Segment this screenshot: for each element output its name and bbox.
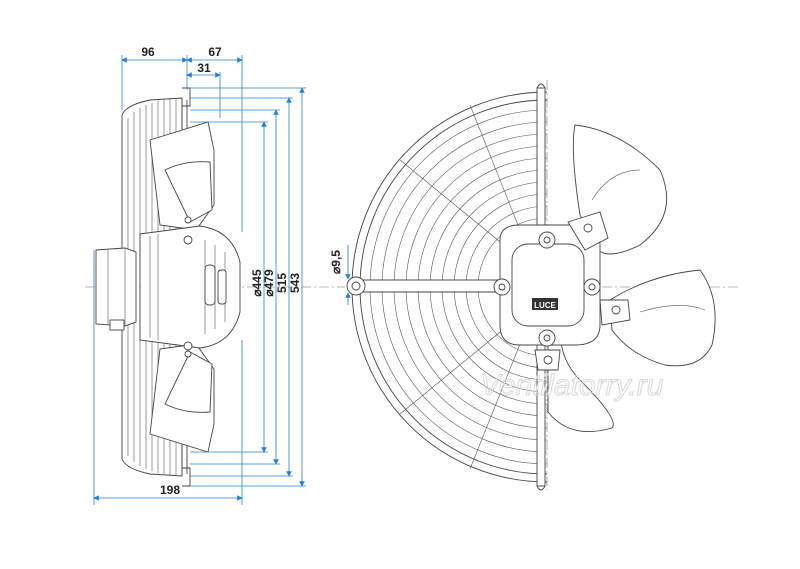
dim-515: 515 — [275, 273, 289, 293]
dim-9-5: ⌀9,5 — [329, 250, 343, 274]
nameplate-label: LUCE — [534, 301, 556, 310]
dim-96: 96 — [141, 45, 155, 59]
side-motor — [95, 216, 241, 358]
nameplate-badge — [532, 298, 558, 310]
side-view: 96 67 31 198 ⌀445 ⌀479 515 543 — [85, 45, 345, 505]
front-dimensions: ⌀9,5 — [329, 245, 351, 305]
dim-543: 543 — [288, 273, 302, 293]
side-dimensions: 96 67 31 198 ⌀445 ⌀479 515 543 — [93, 45, 306, 505]
watermark: Ventilatorry.ru — [480, 369, 664, 402]
front-hub: LUCE — [493, 211, 631, 371]
front-view: LUCE ⌀9,5 Ventilatorry.ru — [329, 80, 740, 491]
dim-31: 31 — [197, 61, 211, 75]
dim-479: ⌀479 — [262, 269, 276, 297]
dim-198: 198 — [160, 483, 180, 497]
dim-67: 67 — [208, 45, 222, 59]
dim-445: ⌀445 — [250, 269, 264, 297]
